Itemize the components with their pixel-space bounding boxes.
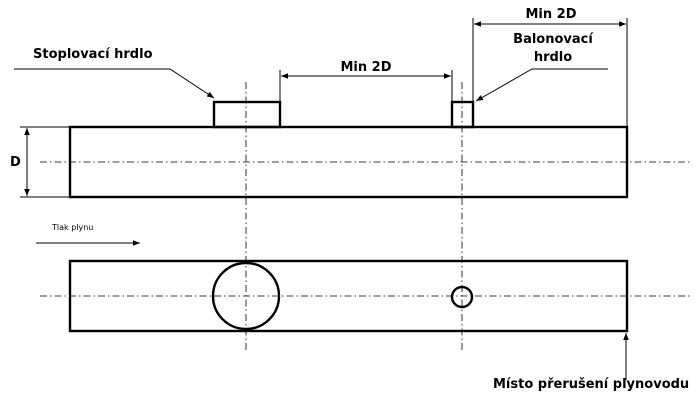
stop-neck-label: Stoplovací hrdlo xyxy=(33,47,153,62)
top-pipe xyxy=(68,125,629,199)
cut-location-label: Místo přerušení plynovodu xyxy=(493,377,689,392)
gas-pressure-label: Tlak plynu xyxy=(51,223,93,232)
diameter-label: D xyxy=(10,155,21,170)
balloon-neck xyxy=(450,100,475,129)
balloon-neck-label-line1: Balonovací xyxy=(513,32,594,47)
balloon-neck-label-line2: hrdlo xyxy=(534,50,572,65)
min2d-middle-label: Min 2D xyxy=(340,60,391,75)
stop-neck xyxy=(212,100,282,129)
stop-neck-opening xyxy=(211,261,281,331)
balloon-neck-leader xyxy=(475,68,608,102)
bottom-pipe xyxy=(68,259,629,333)
stop-neck-leader xyxy=(14,68,215,99)
balloon-neck-opening xyxy=(450,285,474,309)
min2d-top-label: Min 2D xyxy=(525,7,576,22)
